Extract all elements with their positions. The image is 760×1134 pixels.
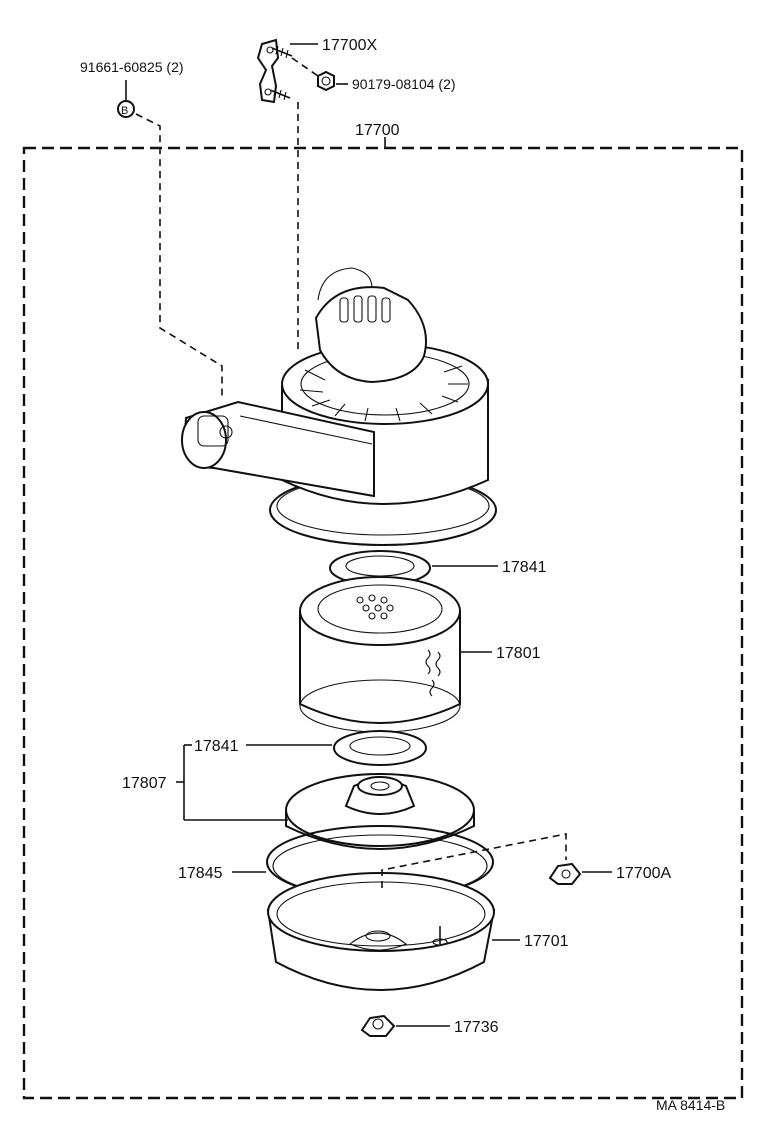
label-clip-a: 17700A bbox=[616, 865, 671, 882]
stud-bolt-lower bbox=[269, 87, 291, 101]
label-gasket-bottom: 17841 bbox=[194, 738, 239, 755]
clip-a-leader bbox=[381, 833, 567, 888]
case bbox=[266, 872, 496, 991]
svg-text:B: B bbox=[121, 105, 128, 117]
cap-subassy-bracket bbox=[176, 744, 288, 821]
bolt-leader bbox=[135, 113, 223, 400]
bolt-symbol-icon: B bbox=[117, 100, 135, 118]
cap-subassy bbox=[285, 773, 475, 850]
label-case: 17701 bbox=[524, 933, 569, 950]
label-gasket-top: 17841 bbox=[502, 559, 547, 576]
label-nut: 90179-08104 (2) bbox=[352, 76, 456, 92]
bracket-17700x bbox=[256, 38, 293, 104]
diagram-code: MA 8414-B bbox=[656, 1097, 725, 1113]
label-cap-subassy: 17807 bbox=[122, 775, 167, 792]
element-perforations bbox=[356, 594, 394, 620]
element-print-marks bbox=[425, 649, 441, 697]
nut-icon bbox=[317, 70, 335, 92]
filter-element bbox=[299, 576, 461, 733]
gasket-bottom bbox=[333, 730, 427, 766]
label-bolt: 91661-60825 (2) bbox=[80, 59, 184, 75]
air-cleaner-cap bbox=[181, 267, 497, 546]
label-seal-ring: 17845 bbox=[178, 865, 223, 882]
assembly-frame bbox=[22, 137, 744, 1100]
stud-bolt-upper bbox=[271, 45, 293, 59]
label-clip-b: 17736 bbox=[454, 1019, 499, 1036]
clip-a-icon bbox=[548, 862, 582, 885]
cap-ribs bbox=[299, 365, 468, 422]
label-assembly: 17700 bbox=[355, 122, 400, 139]
clip-b-icon bbox=[360, 1014, 396, 1037]
inlet-slots bbox=[339, 295, 391, 323]
label-element: 17801 bbox=[496, 645, 541, 662]
label-bracket: 17700X bbox=[322, 37, 377, 54]
